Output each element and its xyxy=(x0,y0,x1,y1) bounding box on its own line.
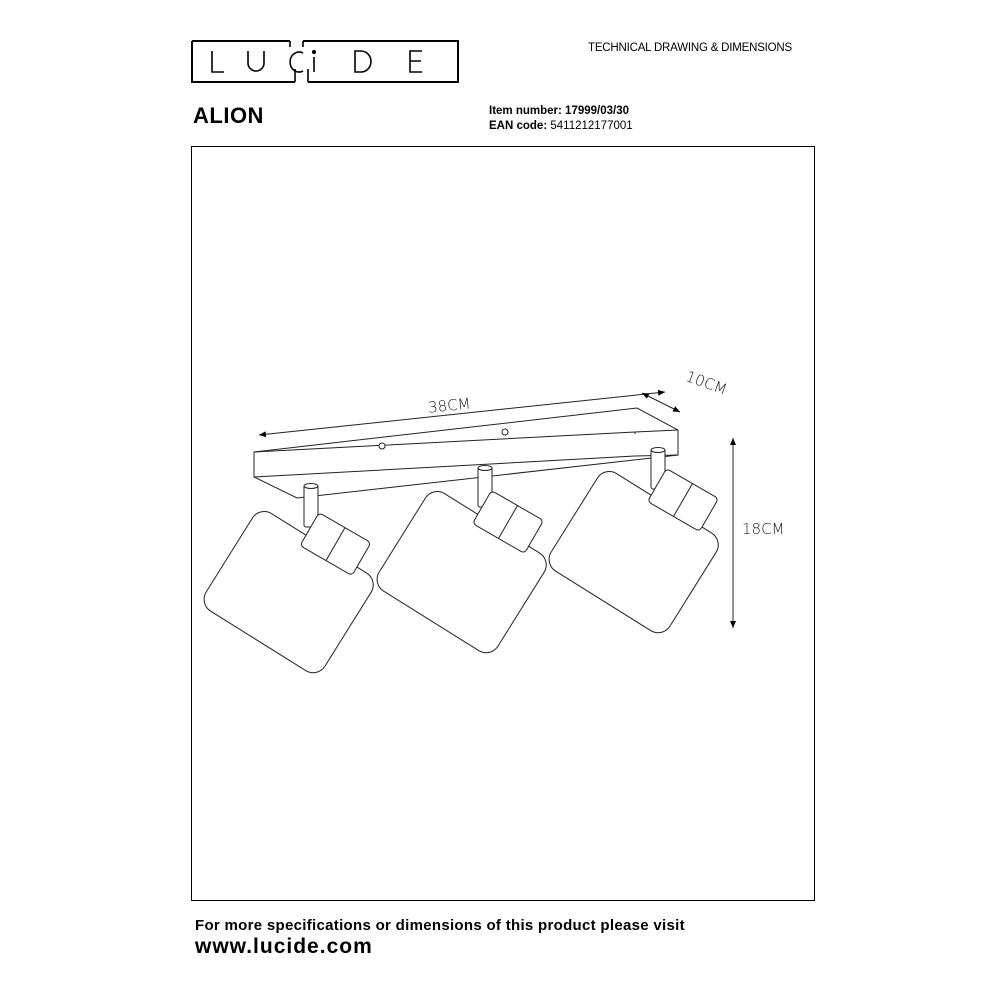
height-label: 18CM xyxy=(742,520,785,538)
spot-2 xyxy=(376,465,547,654)
document-subtitle: TECHNICAL DRAWING & DIMENSIONS xyxy=(588,42,792,54)
item-number-label: Item number: xyxy=(489,105,562,117)
screw-icon xyxy=(378,442,386,450)
drawing-frame xyxy=(191,146,815,901)
ean-value: 5411212177001 xyxy=(550,120,633,132)
website-link[interactable]: www.lucide.com xyxy=(195,935,373,958)
length-label: 38CM xyxy=(427,394,471,416)
depth-label: 10CM xyxy=(683,367,729,398)
depth-dimension-line xyxy=(641,392,681,413)
item-number-value: 17999/03/30 xyxy=(565,105,629,117)
item-number: Item number: 17999/03/30 xyxy=(489,104,629,119)
spot-3 xyxy=(548,447,719,634)
ean-code: EAN code: 5411212177001 xyxy=(489,119,633,134)
footer-text: For more specifications or dimensions of… xyxy=(195,917,685,934)
product-name: ALION xyxy=(193,103,264,128)
spot-1 xyxy=(203,483,374,674)
lucide-logo xyxy=(191,40,459,83)
screw-icon xyxy=(501,428,509,436)
ean-label: EAN code: xyxy=(489,120,548,132)
length-dimension-line xyxy=(258,389,666,438)
